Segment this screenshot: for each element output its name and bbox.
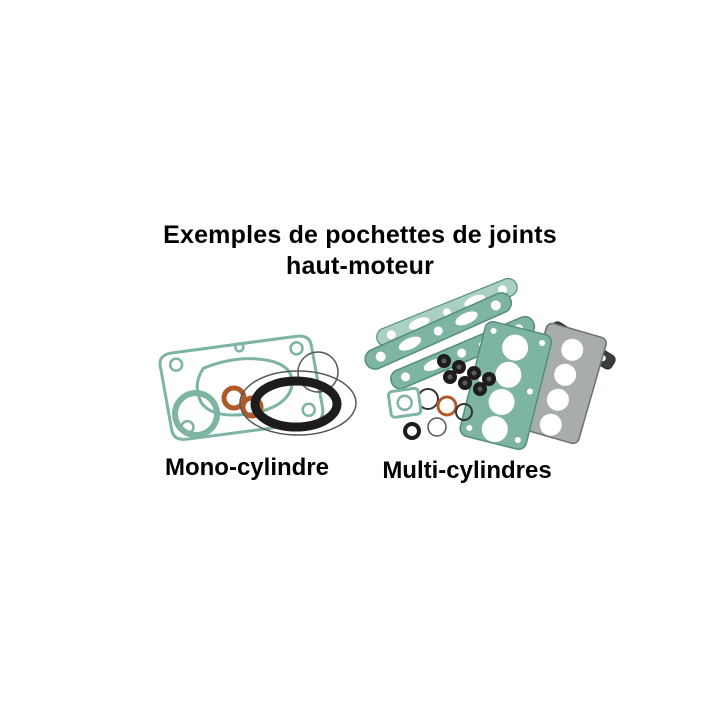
tiny-black-oring	[403, 422, 421, 440]
image-title: Exemples de pochettes de joints haut-mot…	[0, 220, 720, 283]
image-title-line2: haut-moteur	[285, 252, 435, 281]
small-square-gasket	[387, 386, 423, 419]
round-gasket-ring	[172, 390, 220, 438]
cylinder-base-gasket	[158, 334, 325, 441]
thin-metal-ring	[297, 351, 339, 393]
cover-gasket-light	[376, 277, 518, 347]
image-title-line1: Exemples de pochettes de joints	[163, 221, 557, 249]
mono-cylinder-gasket-group	[158, 334, 357, 441]
large-black-oring	[250, 376, 342, 432]
cylinder-head-gasket	[459, 320, 553, 450]
valve-cover-gasket-1	[364, 292, 513, 370]
tiny-thin-ring	[427, 417, 447, 437]
label-multi-cylindres: Multi-cylindres	[382, 457, 552, 484]
label-mono-cylindre: Mono-cylindre	[164, 454, 329, 481]
multi-cylinder-gasket-group	[364, 277, 616, 450]
valve-stem-seals	[437, 354, 496, 396]
small-orings	[417, 388, 473, 421]
